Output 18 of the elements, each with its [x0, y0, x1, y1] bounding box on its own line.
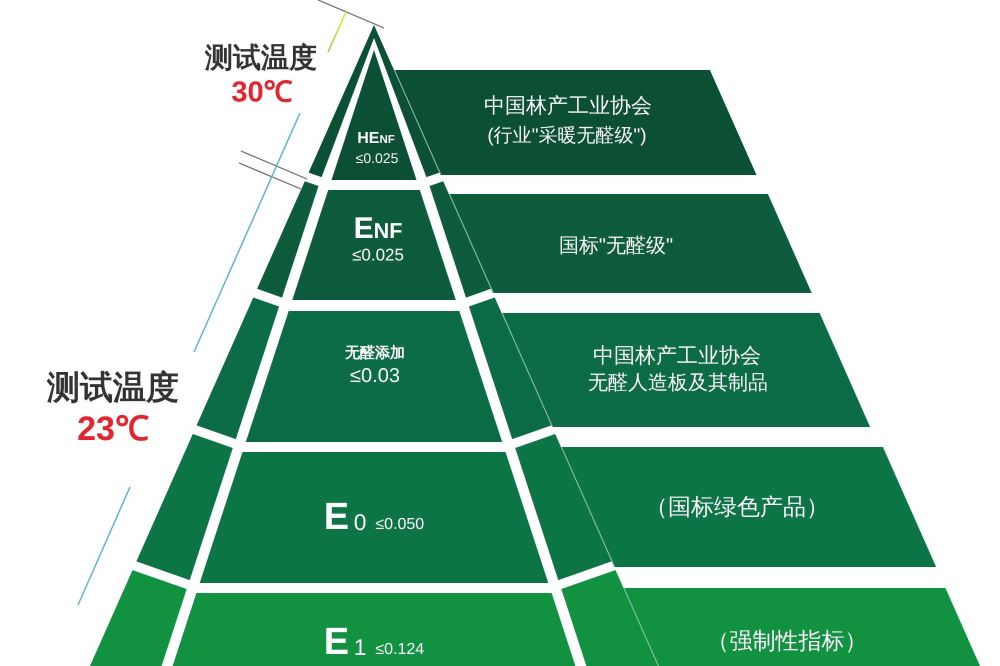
- emission-limit: ≤0.050: [375, 517, 424, 533]
- emission-limit: ≤0.025: [352, 246, 404, 264]
- emission-limit: ≤0.025: [356, 151, 398, 165]
- temperature-value: 30℃: [231, 78, 293, 108]
- standard-name: （国标绿色产品）: [645, 496, 829, 518]
- temperature-label: 测试温度: [47, 370, 179, 404]
- grade-name: 无醛添加: [345, 346, 405, 360]
- emission-limit: ≤0.124: [375, 642, 424, 658]
- standard-name: 国标"无醛级": [558, 236, 674, 256]
- standard-note: (行业"采暖无醛级"): [487, 126, 647, 146]
- temperature-label: 测试温度: [205, 44, 317, 72]
- standard-note: 无醛人造板及其制品: [588, 373, 768, 393]
- temperature-value: 23℃: [77, 412, 149, 446]
- standard-name: 中国林产工业协会: [593, 346, 761, 366]
- standard-name: 中国林产工业协会: [484, 96, 652, 116]
- pyramid-tier: [331, 50, 417, 180]
- emission-limit: ≤0.03: [350, 366, 400, 386]
- standard-name: （强制性指标）: [706, 630, 868, 652]
